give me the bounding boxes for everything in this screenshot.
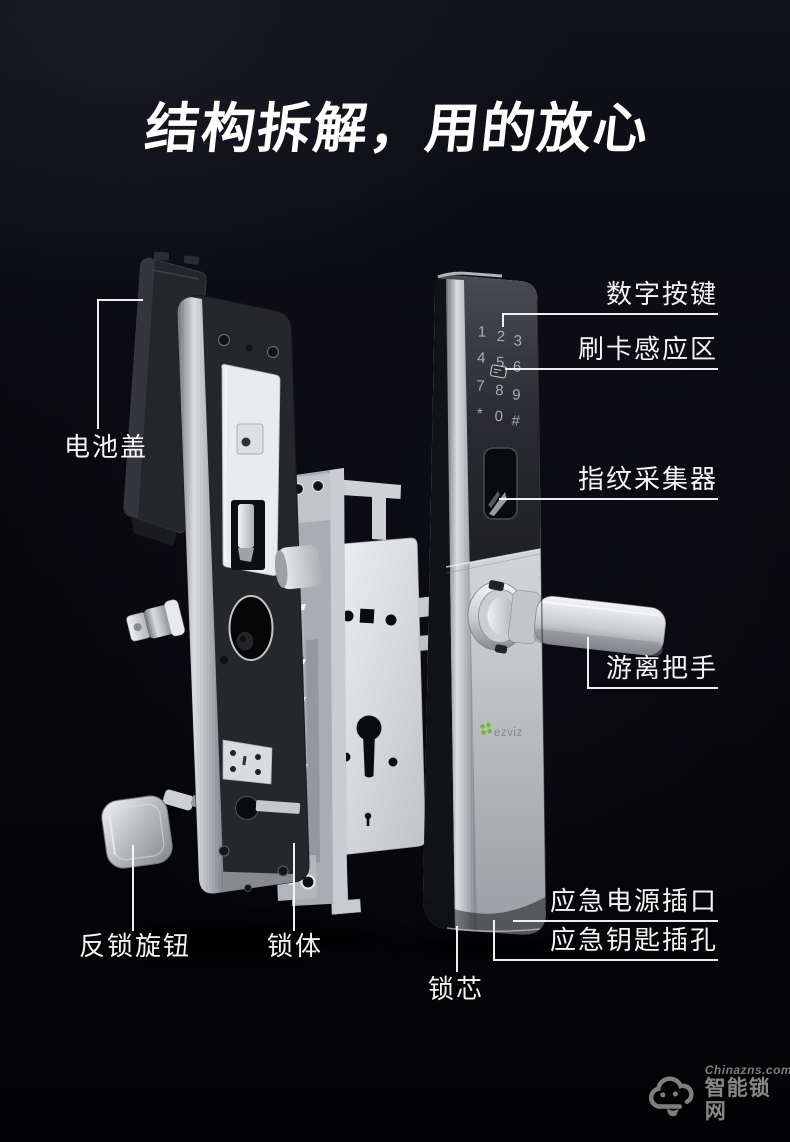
page-title: 结构拆解，用的放心 [142,99,653,159]
callout-fingerprint-reader: 指纹采集器 [577,464,718,494]
leader-handle [587,687,718,689]
cloud-face-icon [648,1076,694,1116]
key-hash: # [511,412,520,429]
leader-lock-cylinder [456,926,458,972]
hub-cylinder-part [274,545,322,590]
key-0: 0 [494,408,503,425]
panel-seam [445,548,541,568]
key-6: 6 [513,358,522,375]
leader-emergency-keyhole [493,959,718,961]
leader-battery-cover-h [97,299,143,301]
callout-anti-lock-knob: 反锁旋钮 [79,931,192,961]
brand-logo: ezviz [480,722,523,739]
watermark: Chinazns.com 智能锁网 [644,1063,790,1124]
card-swipe-icon [490,364,508,379]
leader-lock-body [293,843,295,931]
spindle-part [126,599,185,642]
leader-emergency-power [513,920,718,922]
key-4: 4 [477,350,486,367]
callout-lock-cylinder: 锁芯 [428,974,485,1004]
leader-anti-lock-knob [132,845,134,931]
side-face [422,279,455,930]
door-handle [508,590,666,657]
callout-emergency-power: 应急电源插口 [549,886,718,916]
key-5: 5 [496,354,505,371]
key-1: 1 [478,324,487,341]
callout-card-reader-zone: 刷卡感应区 [577,334,718,364]
leader-numeric-keypad-tick [502,313,504,327]
brand-logo-text: ezviz [494,727,523,739]
leader-handle-v [587,637,589,688]
fingerprint-window [483,447,518,520]
leader-numeric-keypad [502,313,718,315]
leader-battery-cover-v [97,299,99,429]
bottom-shadow [422,896,547,935]
rear-lock-exploded-assembly [101,251,432,915]
leader-fingerprint [499,498,718,500]
key-2: 2 [496,328,505,345]
watermark-site: Chinazns.com [704,1063,790,1077]
key-star: * [477,406,483,423]
rear-panel-part [176,294,310,894]
callout-numeric-keypad: 数字按键 [605,279,718,309]
key-8: 8 [495,382,504,399]
key-9: 9 [512,386,521,403]
keypad-keys: 1 2 3 4 5 6 7 8 9 * 0 # [476,324,522,430]
leader-emergency-keyhole-v [493,920,495,960]
callout-battery-cover: 电池盖 [64,432,149,462]
callout-lock-body: 锁体 [267,931,324,961]
callout-emergency-keyhole: 应急钥匙插孔 [549,925,718,955]
key-3: 3 [513,332,522,349]
anti-lock-knob-part [101,789,205,869]
watermark-name: 智能锁网 [704,1077,771,1124]
front-lock-assembly: 1 2 3 4 5 6 7 8 9 * 0 # [422,271,666,935]
shadow [399,934,575,958]
key-7: 7 [476,378,485,395]
leader-card-reader [505,368,718,370]
shadow [115,922,395,954]
callout-free-handle: 游离把手 [605,653,718,683]
